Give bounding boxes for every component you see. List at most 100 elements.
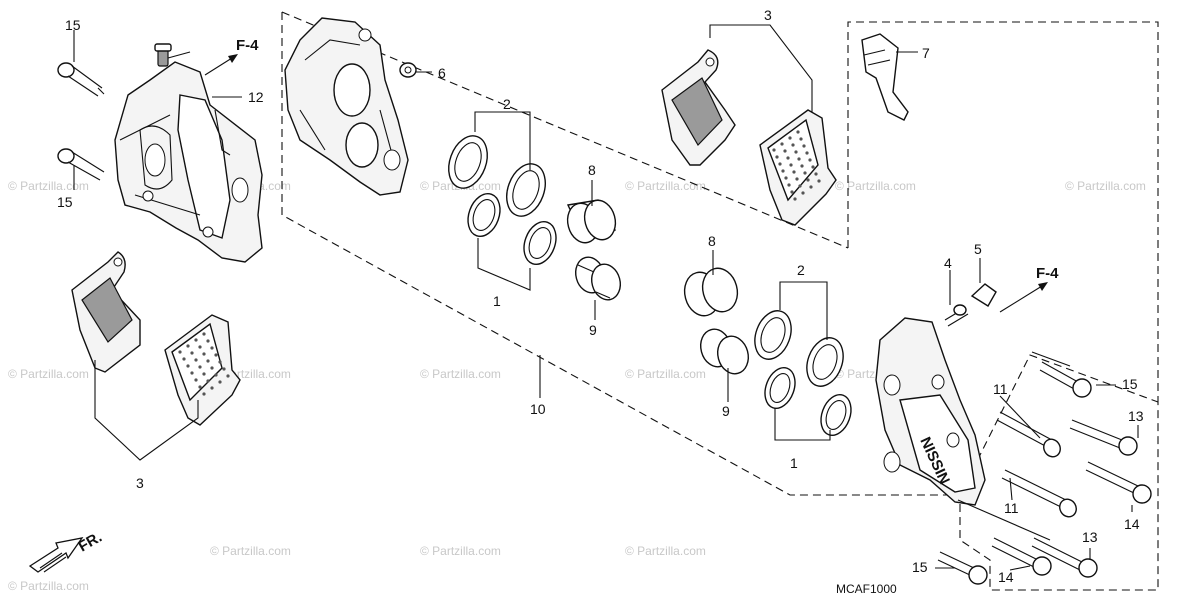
pad-dot (803, 171, 807, 175)
callout-2: 2 (797, 262, 805, 278)
callout-layer: 15 12 15 3 6 2 1 8 9 10 3 7 8 2 9 1 4 5 … (57, 7, 1144, 596)
watermark: © Partzilla.com (625, 367, 706, 381)
pad-dot (783, 149, 787, 153)
pad-dot (198, 345, 202, 349)
ref-label-f4-right: F-4 (1036, 265, 1059, 282)
callout-5: 5 (974, 241, 982, 257)
watermark: © Partzilla.com (835, 179, 916, 193)
pad-dot (811, 165, 815, 169)
piston-8-right (683, 267, 739, 317)
pad-dot (787, 183, 791, 187)
kit-boundary (281, 11, 1159, 591)
seal-ring-2a (448, 135, 488, 189)
pad-dot (796, 130, 800, 134)
pad-dot (806, 178, 810, 182)
pad-dot (194, 358, 198, 362)
pad-dot (775, 155, 779, 159)
watermark: © Partzilla.com (1065, 179, 1146, 193)
pad-spring-7 (861, 33, 909, 121)
pad-dot (206, 339, 210, 343)
pad-dot (222, 367, 226, 371)
pad-dot (792, 170, 796, 174)
watermark: © Partzilla.com (420, 367, 501, 381)
pad-pin-11-lower (1001, 469, 1077, 518)
bleeder-screw-4 (944, 304, 969, 327)
front-direction-arrow: FR. (28, 529, 105, 573)
pad-dot (218, 360, 222, 364)
nut-6 (399, 62, 417, 78)
pad-dot (793, 197, 797, 201)
pad-dots-left (178, 332, 230, 396)
pad-dot (780, 142, 784, 146)
brake-pad-left-b (164, 314, 241, 426)
piston-9-right (699, 328, 750, 375)
pad-dot (788, 136, 792, 140)
callout-12: 12 (248, 89, 264, 105)
callout-15: 15 (65, 17, 81, 33)
pad-dot (178, 350, 182, 354)
callout-9: 9 (722, 403, 730, 419)
watermark: © Partzilla.com (8, 579, 89, 593)
seal-ring-2b (506, 163, 546, 217)
pad-dot (817, 179, 821, 183)
bleeder-cap-5 (970, 283, 997, 307)
watermark: © Partzilla.com (8, 367, 89, 381)
pad-dot (794, 150, 798, 154)
piston-8-left (566, 199, 617, 244)
pad-dot (797, 157, 801, 161)
brake-pad-left-a (71, 251, 141, 373)
watermark: © Partzilla.com (420, 544, 501, 558)
pad-dot (206, 359, 210, 363)
callout-9: 9 (589, 322, 597, 338)
caliper-half-right: NISSIN (875, 317, 986, 506)
f4-arrow-top: F-4 (204, 37, 259, 76)
seal-ring-1a (467, 192, 501, 238)
watermark: © Partzilla.com (8, 179, 89, 193)
callout-15: 15 (912, 559, 928, 575)
pad-dot (814, 172, 818, 176)
watermark: © Partzilla.com (625, 179, 706, 193)
callout-7: 7 (922, 45, 930, 61)
pad-dot (781, 169, 785, 173)
f4-arrow-right: F-4 (999, 265, 1059, 313)
callout-1: 1 (790, 455, 798, 471)
pad-dot (798, 184, 802, 188)
pad-dot (194, 378, 198, 382)
front-label: FR. (76, 529, 105, 556)
bolt-13-right-upper (1069, 419, 1138, 456)
callout-8: 8 (588, 162, 596, 178)
callout-11: 11 (993, 381, 1008, 397)
callout-11: 11 (1004, 500, 1019, 516)
brake-pad-top-a (661, 49, 736, 166)
pad-dot (772, 148, 776, 152)
pad-dot (808, 158, 812, 162)
callout-1: 1 (493, 293, 501, 309)
pad-dot (786, 156, 790, 160)
pad-dot (784, 176, 788, 180)
callout-14: 14 (998, 569, 1014, 585)
callout-13: 13 (1128, 408, 1144, 424)
pad-dot (186, 364, 190, 368)
pad-dot (202, 392, 206, 396)
callout-14: 14 (1124, 516, 1140, 532)
pad-dot (194, 338, 198, 342)
bolt-15-right-upper (1039, 361, 1092, 398)
piston-9-left (574, 256, 622, 301)
pad-dot (214, 353, 218, 357)
pad-dot (791, 143, 795, 147)
pad-dot (190, 371, 194, 375)
bolt-13-right-lower (1031, 537, 1098, 578)
pad-dot (778, 162, 782, 166)
pad-dot (800, 164, 804, 168)
pad-dot (198, 365, 202, 369)
pad-dot (799, 137, 803, 141)
pad-dot (801, 191, 805, 195)
callout-13: 13 (1082, 529, 1098, 545)
callout-15: 15 (57, 194, 73, 210)
callout-3: 3 (136, 475, 144, 491)
pad-dot (202, 372, 206, 376)
callout-4: 4 (944, 255, 952, 271)
pad-dot (182, 357, 186, 361)
pad-dot (202, 352, 206, 356)
